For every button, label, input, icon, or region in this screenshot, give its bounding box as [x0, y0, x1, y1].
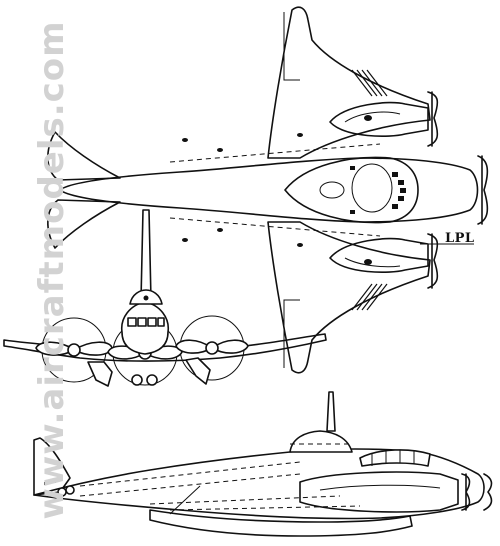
side-view-dorsal-turret — [289, 430, 353, 453]
front-view-turret-gun — [143, 295, 149, 301]
top-view-upper-tailplane — [47, 131, 121, 181]
lpl-label: LPL — [445, 231, 475, 246]
top-view-fasteners — [182, 133, 303, 247]
front-view-right-float — [185, 357, 211, 385]
front-view-left-float — [87, 361, 113, 387]
top-view-canopy-frames — [350, 166, 406, 214]
side-view-cockpit-glazing — [359, 449, 431, 467]
side-view-nose-propeller — [483, 473, 493, 511]
top-view-lower-nacelle-vent — [364, 259, 372, 265]
top-view-upper-propeller — [427, 91, 439, 147]
top-view-cockpit-window — [319, 181, 345, 199]
top-view-upper-flap-hatch — [351, 69, 388, 97]
side-view-rivet-rows — [79, 443, 361, 511]
side-view — [33, 391, 493, 537]
front-view-fuselage — [120, 301, 170, 355]
top-view-dashed-line-2 — [169, 217, 381, 237]
front-view-left-wheel — [131, 374, 143, 386]
top-view-lower-aileron-line — [283, 299, 300, 368]
side-view-antenna-mast — [326, 391, 336, 432]
front-view-left-propeller — [35, 341, 113, 357]
side-view-cockpit-frames — [371, 450, 415, 466]
top-view — [47, 6, 489, 374]
front-view — [3, 209, 327, 387]
top-view-lower-nacelle — [329, 237, 429, 273]
front-view-right-propeller — [175, 339, 249, 355]
front-view-cockpit-windows — [127, 317, 165, 327]
side-view-fuselage — [33, 448, 485, 520]
top-view-fuselage — [59, 157, 479, 223]
top-view-nose-propeller — [477, 155, 489, 225]
top-view-dorsal-turret — [351, 163, 393, 213]
top-view-lower-tailplane — [47, 199, 121, 249]
top-view-upper-wing — [267, 6, 431, 159]
side-view-hull — [149, 509, 413, 537]
top-view-upper-nacelle-vent — [364, 115, 372, 121]
top-view-lower-nacelle-detail — [344, 257, 401, 268]
front-view-tail-fin — [140, 209, 152, 301]
top-view-lower-propeller — [427, 233, 439, 289]
side-view-engine-nacelle — [299, 471, 459, 513]
top-view-dashed-line-1 — [169, 143, 381, 163]
top-view-lower-wing — [267, 221, 431, 374]
top-view-cockpit-canopy — [284, 156, 419, 224]
top-view-upper-aileron-line — [283, 12, 300, 81]
side-view-tail-fasteners — [44, 480, 75, 497]
top-view-upper-nacelle — [329, 101, 429, 137]
side-view-hull-step — [169, 485, 201, 515]
top-view-upper-nacelle-detail — [344, 111, 401, 123]
top-view-lower-flap-hatch — [351, 283, 388, 311]
side-view-nacelle-detail — [319, 484, 441, 491]
side-view-propeller — [461, 473, 471, 511]
front-view-right-wheel — [146, 374, 158, 386]
